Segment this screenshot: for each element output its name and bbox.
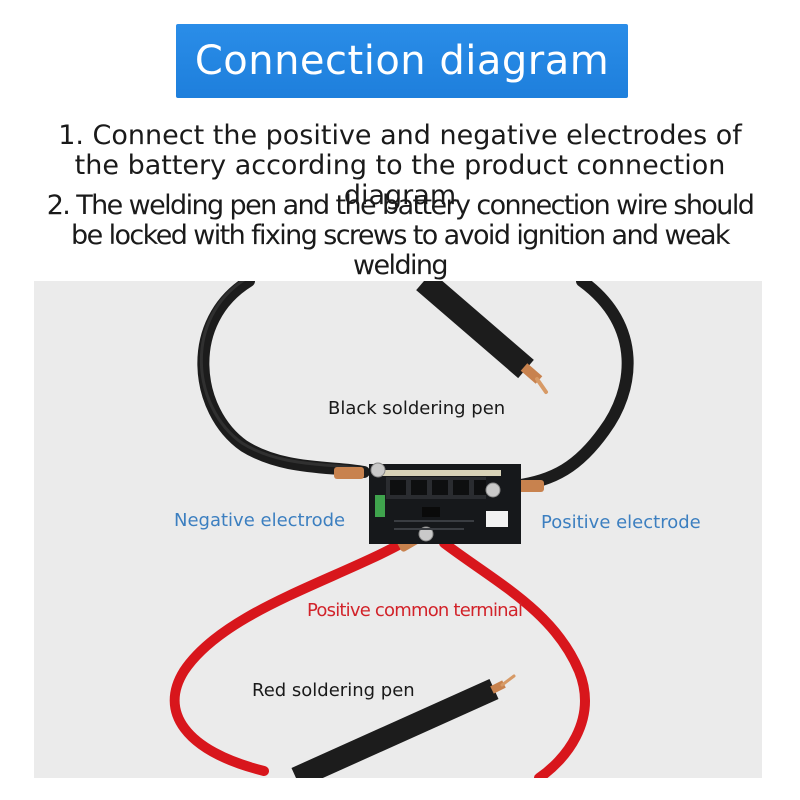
- black-lug-right: [516, 480, 544, 492]
- red-pen-body: [291, 678, 499, 778]
- instruction-2: 2. The welding pen and the battery conne…: [46, 190, 755, 281]
- black-wire-left: [197, 281, 370, 478]
- title-banner: Connection diagram: [176, 24, 628, 98]
- red-wire-left: [169, 536, 411, 776]
- label-positive-electrode: Positive electrode: [541, 512, 701, 533]
- wiring-illustration: [169, 281, 634, 778]
- pcb-board: [369, 462, 521, 544]
- black-lug-left: [334, 467, 364, 479]
- label-black-soldering-pen: Black soldering pen: [328, 398, 506, 419]
- label-red-soldering-pen: Red soldering pen: [252, 680, 415, 701]
- label-negative-electrode: Negative electrode: [174, 510, 346, 531]
- label-positive-common-terminal: Positive common terminal: [307, 600, 523, 621]
- black-pen-body: [416, 281, 534, 379]
- black-wire-right: [508, 281, 634, 492]
- diagram-photo: Black soldering pen Negative electrode P…: [34, 281, 762, 778]
- page-title: Connection diagram: [194, 38, 610, 84]
- red-wire-right: [439, 538, 590, 778]
- instruction-1: 1. Connect the positive and negative ele…: [58, 120, 742, 211]
